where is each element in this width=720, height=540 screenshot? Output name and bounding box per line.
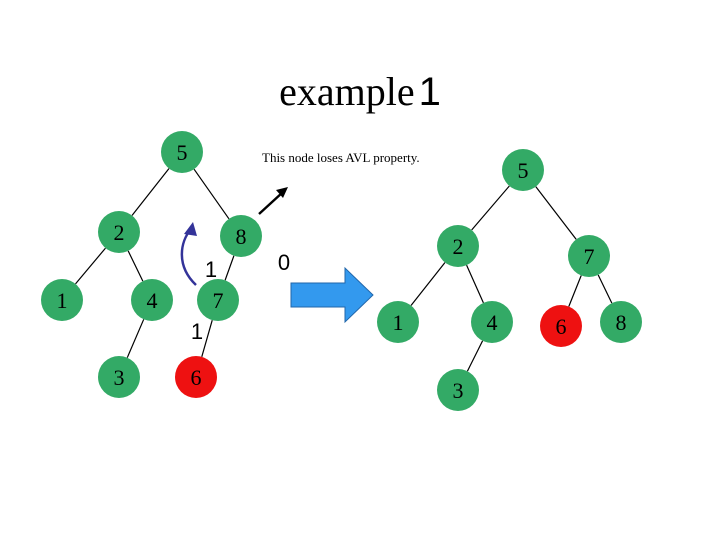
tree-edge [568, 275, 582, 307]
node-n1-circle [41, 279, 83, 321]
node-n5-circle [161, 131, 203, 173]
node-m5-label: 5 [518, 158, 529, 183]
node-n7-label: 7 [213, 288, 224, 313]
tree-edge [410, 262, 446, 306]
rotation-curve [180, 228, 197, 286]
node-m2-label: 2 [453, 234, 464, 259]
node-m1-circle [377, 301, 419, 343]
node-n6-label: 6 [191, 365, 202, 390]
tree-edge [597, 274, 613, 304]
annotations: 1 1 0 [180, 187, 374, 344]
balance-label-n7: 1 [191, 319, 203, 344]
tree-edge [224, 255, 235, 281]
note-pointer-line [258, 191, 284, 215]
tree-edge [466, 264, 484, 304]
node-n8-circle [220, 215, 262, 257]
edges [75, 168, 613, 372]
node-n5-label: 5 [177, 140, 188, 165]
node-n3-label: 3 [114, 365, 125, 390]
node-m5-circle [502, 149, 544, 191]
node-m8-label: 8 [616, 310, 627, 335]
node-m3-label: 3 [453, 378, 464, 403]
balance-label-n8-right: 0 [278, 250, 290, 275]
tree-edge [127, 250, 144, 282]
tree-edge [201, 320, 213, 357]
tree-edge [126, 319, 145, 358]
balance-label-n8: 1 [205, 257, 217, 282]
node-m3-circle [437, 369, 479, 411]
node-n7-circle [197, 279, 239, 321]
node-n4-label: 4 [147, 288, 158, 313]
node-m6-label: 6 [556, 314, 567, 339]
node-m4-label: 4 [487, 310, 498, 335]
node-n2-circle [98, 211, 140, 253]
node-n6-circle [175, 356, 217, 398]
node-m1-label: 1 [393, 310, 404, 335]
node-m4-circle [471, 301, 513, 343]
transform-arrow [290, 266, 374, 324]
title-text: example [279, 69, 415, 114]
tree-edge [193, 168, 230, 220]
node-n2-label: 2 [114, 220, 125, 245]
node-n1-label: 1 [57, 288, 68, 313]
node-n3-circle [98, 356, 140, 398]
node-n4-circle [131, 279, 173, 321]
node-m6-circle [540, 305, 582, 347]
rotation-arrowhead [184, 222, 197, 236]
node-m8-circle [600, 301, 642, 343]
avl-note: This node loses AVL property. [262, 150, 420, 165]
note-pointer-arrowhead [276, 187, 288, 198]
tree-edge [466, 340, 484, 372]
node-m2-circle [437, 225, 479, 267]
title-number: 1 [418, 70, 441, 114]
tree-edge [131, 168, 170, 216]
tree-edge [75, 247, 106, 285]
node-m7-circle [568, 235, 610, 277]
tree-edge [471, 185, 510, 231]
node-n8-label: 8 [236, 224, 247, 249]
tree-edge [535, 186, 577, 240]
slide-title: example 1 [0, 68, 720, 115]
node-m7-label: 7 [584, 244, 595, 269]
